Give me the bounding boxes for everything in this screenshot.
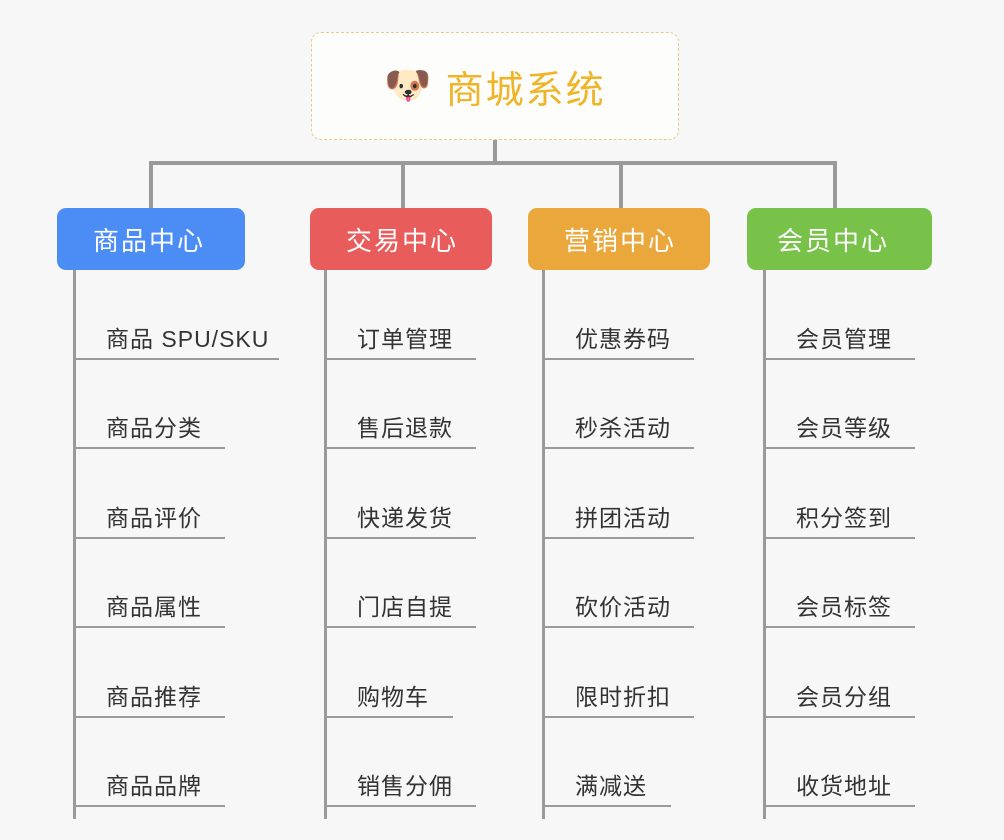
leaf-item-label: 优惠券码 xyxy=(575,325,671,352)
leaf-item[interactable]: 收货地址 xyxy=(763,718,915,807)
leaf-item-label: 限时折扣 xyxy=(575,683,671,710)
branch-column-2: 订单管理售后退款快递发货门店自提购物车销售分佣 xyxy=(324,270,476,819)
branch-spine-1 xyxy=(73,270,76,819)
leaf-item-label: 订单管理 xyxy=(357,325,453,352)
branch-header-1[interactable]: 商品中心 xyxy=(57,208,245,270)
leaf-item[interactable]: 砍价活动 xyxy=(542,539,694,628)
branch-spine-3 xyxy=(542,270,545,819)
leaf-item[interactable]: 快递发货 xyxy=(324,449,476,539)
leaf-item-label: 收货地址 xyxy=(796,773,892,800)
leaf-item-label: 砍价活动 xyxy=(575,594,671,621)
branch-header-label: 交易中心 xyxy=(346,225,459,256)
leaf-item[interactable]: 会员等级 xyxy=(763,360,915,449)
leaf-item[interactable]: 商品评价 xyxy=(73,449,225,539)
connector-drop-4 xyxy=(833,161,837,208)
leaf-item[interactable]: 售后退款 xyxy=(324,360,476,449)
leaf-item[interactable]: 商品分类 xyxy=(73,360,225,449)
leaf-item[interactable]: 购物车 xyxy=(324,628,453,718)
leaf-item[interactable]: 积分签到 xyxy=(763,449,915,539)
leaf-item[interactable]: 会员分组 xyxy=(763,628,915,718)
leaf-item-label: 会员标签 xyxy=(796,594,892,621)
leaf-item-label: 商品分类 xyxy=(106,415,202,442)
branch-column-3: 优惠券码秒杀活动拼团活动砍价活动限时折扣满减送 xyxy=(542,270,694,819)
connector-drop-3 xyxy=(619,161,623,208)
leaf-item-label: 会员等级 xyxy=(796,415,892,442)
leaf-item-label: 商品推荐 xyxy=(106,683,202,710)
leaf-item-label: 商品评价 xyxy=(106,504,202,531)
leaf-item-label: 积分签到 xyxy=(796,504,892,531)
leaf-item[interactable]: 限时折扣 xyxy=(542,628,694,718)
root-title: 商城系统 xyxy=(445,69,606,112)
branch-spine-2 xyxy=(324,270,327,819)
branch-header-label: 营销中心 xyxy=(564,225,677,256)
leaf-item-label: 销售分佣 xyxy=(357,773,453,800)
branch-column-1: 商品 SPU/SKU 商品分类商品评价商品属性商品推荐商品品牌 xyxy=(73,270,279,819)
leaf-item-label: 购物车 xyxy=(357,683,429,710)
leaf-item-label: 拼团活动 xyxy=(575,504,671,531)
leaf-item[interactable]: 商品推荐 xyxy=(73,628,225,718)
connector-drop-2 xyxy=(401,161,405,208)
leaf-item[interactable]: 会员标签 xyxy=(763,539,915,628)
leaf-item-label: 会员管理 xyxy=(796,325,892,352)
branch-spine-4 xyxy=(763,270,766,819)
leaf-item-label: 会员分组 xyxy=(796,683,892,710)
connector-drop-1 xyxy=(149,161,153,208)
leaf-item-label: 商品品牌 xyxy=(106,773,202,800)
leaf-item[interactable]: 满减送 xyxy=(542,718,671,807)
leaf-item[interactable]: 商品品牌 xyxy=(73,718,225,807)
dog-face-icon: 🐶 xyxy=(384,65,432,107)
leaf-item[interactable]: 商品 SPU/SKU xyxy=(73,270,279,360)
branch-header-2[interactable]: 交易中心 xyxy=(310,208,492,270)
branch-header-4[interactable]: 会员中心 xyxy=(747,208,932,270)
leaf-item-label: 门店自提 xyxy=(357,594,453,621)
leaf-item-label: 售后退款 xyxy=(357,415,453,442)
branch-column-4: 会员管理会员等级积分签到会员标签会员分组收货地址 xyxy=(763,270,915,819)
leaf-item-label: 秒杀活动 xyxy=(575,415,671,442)
leaf-item-label: 快递发货 xyxy=(357,504,453,531)
leaf-item[interactable]: 门店自提 xyxy=(324,539,476,628)
leaf-item-label: 商品属性 xyxy=(106,594,202,621)
connector-root-stem xyxy=(493,140,497,164)
branch-header-3[interactable]: 营销中心 xyxy=(528,208,710,270)
branch-header-label: 会员中心 xyxy=(777,225,890,256)
leaf-item[interactable]: 销售分佣 xyxy=(324,718,476,807)
leaf-item[interactable]: 优惠券码 xyxy=(542,270,694,360)
leaf-item[interactable]: 秒杀活动 xyxy=(542,360,694,449)
leaf-item[interactable]: 订单管理 xyxy=(324,270,476,360)
branch-header-label: 商品中心 xyxy=(93,225,206,256)
leaf-item[interactable]: 拼团活动 xyxy=(542,449,694,539)
leaf-item[interactable]: 会员管理 xyxy=(763,270,915,360)
root-node[interactable]: 🐶 商城系统 xyxy=(311,32,679,140)
leaf-item-label: 满减送 xyxy=(575,773,647,800)
connector-horizontal-bus xyxy=(149,161,835,165)
leaf-item-label: 商品 SPU/SKU xyxy=(106,325,270,352)
leaf-item[interactable]: 商品属性 xyxy=(73,539,225,628)
